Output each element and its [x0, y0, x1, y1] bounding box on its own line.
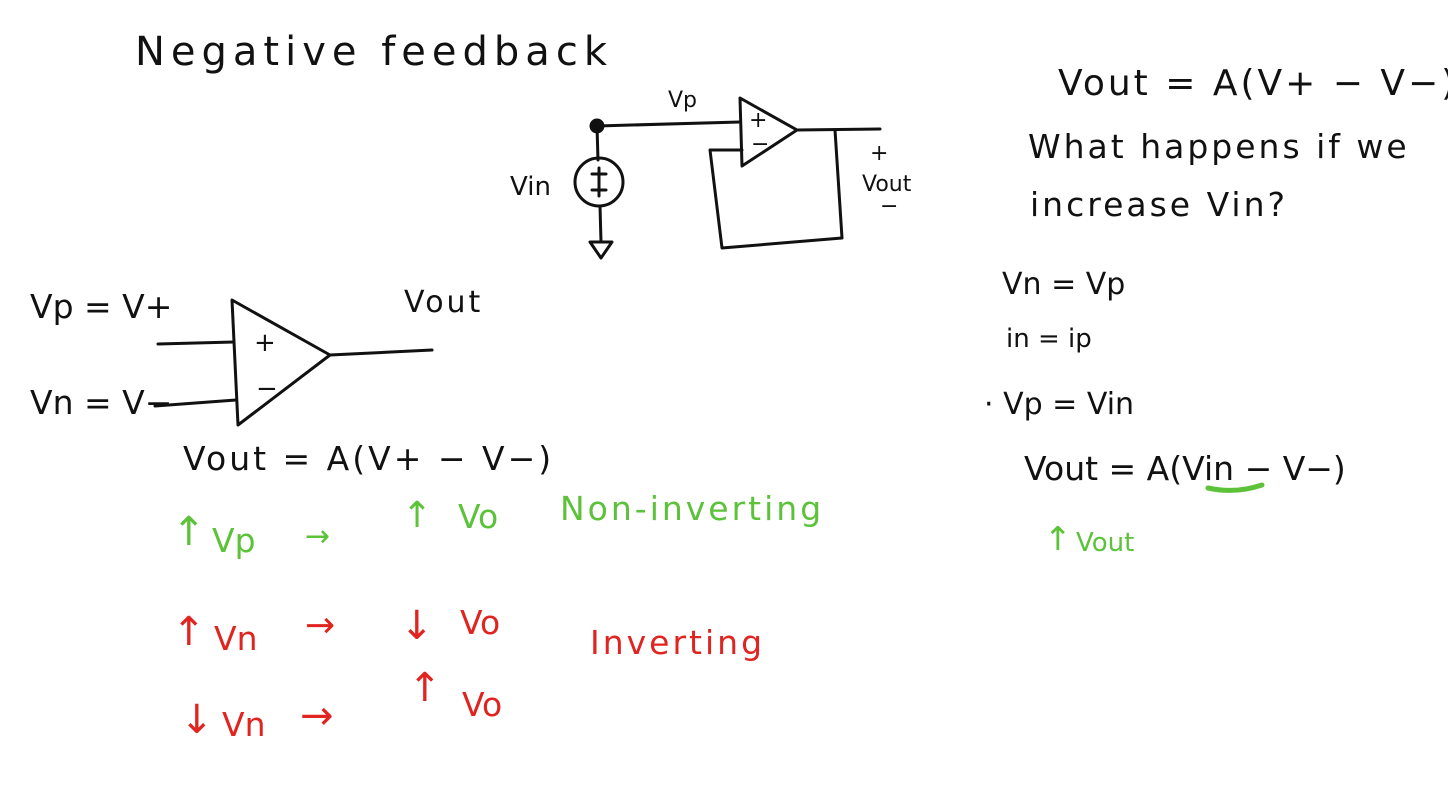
minus-input-wire — [153, 398, 238, 408]
opamp-triangle — [230, 298, 332, 427]
vin-label: Vin — [510, 172, 551, 202]
vn-equation: Vn = V− — [30, 383, 173, 422]
implies-arrow-red-1: → — [305, 605, 336, 646]
output-wire-top — [795, 127, 882, 132]
feedback-loop — [708, 128, 844, 250]
question-line-1: What happens if we — [1028, 127, 1410, 166]
vo-note-red-2: Vo — [462, 685, 503, 724]
opamp-plus-input: + — [254, 328, 276, 358]
source-top-wire — [595, 124, 600, 162]
vout-substitution-suffix: − V−) — [1234, 449, 1346, 488]
opamp-minus-sign: − — [751, 132, 770, 157]
vout-label-top: Vout — [862, 172, 912, 197]
ground-symbol — [588, 240, 614, 260]
vout-substitution-prefix: Vout = A( — [1024, 449, 1183, 488]
down-arrow-vo: ↓ — [400, 603, 434, 649]
vn-note-row1: Vn — [214, 619, 258, 658]
vout-increase-note: Vout — [1076, 528, 1135, 558]
up-arrow-vo-red: ↑ — [408, 665, 442, 711]
up-arrow-vo: ↑ — [402, 495, 433, 536]
vn-note-row2: Vn — [222, 705, 266, 744]
vp-equation: Vp = V+ — [30, 287, 173, 326]
vout-substitution-vin: Vin — [1182, 449, 1235, 488]
up-arrow-vn: ↑ — [172, 609, 206, 655]
non-inverting-label: Non-inverting — [560, 489, 825, 528]
page-title: Negative feedback — [135, 29, 613, 75]
opamp-vout-label: Vout — [404, 285, 484, 320]
vn-equals-vp: Vn = Vp — [1002, 267, 1126, 302]
in-equals-ip: in = ip — [1006, 324, 1092, 354]
vp-label: Vp — [668, 88, 698, 113]
up-arrow-vout: ↑ — [1044, 519, 1072, 558]
question-line-2: increase Vin? — [1030, 185, 1289, 224]
vo-note-green: Vo — [458, 497, 499, 536]
down-arrow-vn: ↓ — [180, 697, 214, 743]
output-minus-sign: − — [880, 194, 899, 219]
vp-wire — [595, 120, 742, 128]
implies-arrow-red-2: → — [300, 693, 334, 739]
vp-equals-vin: · Vp = Vin — [984, 387, 1135, 422]
implies-arrow-green: → — [305, 519, 331, 554]
up-arrow-vp: ↑ — [172, 509, 206, 555]
vp-note: Vp — [212, 521, 256, 560]
vo-note-red-1: Vo — [460, 603, 501, 642]
output-plus-sign: + — [870, 141, 889, 166]
vout-substitution: Vout = A(Vin − V−) — [1024, 452, 1346, 485]
right-gain-equation: Vout = A(V+ − V−) — [1058, 63, 1448, 104]
opamp-plus-sign: + — [749, 108, 768, 133]
vin-underline — [1205, 482, 1265, 493]
opamp-minus-input: − — [256, 374, 278, 404]
opamp-triangle-top — [738, 96, 799, 168]
inverting-label: Inverting — [590, 623, 766, 662]
plus-input-wire — [156, 340, 236, 346]
gain-equation: Vout = A(V+ − V−) — [183, 439, 555, 478]
opamp-output-wire — [328, 348, 434, 357]
